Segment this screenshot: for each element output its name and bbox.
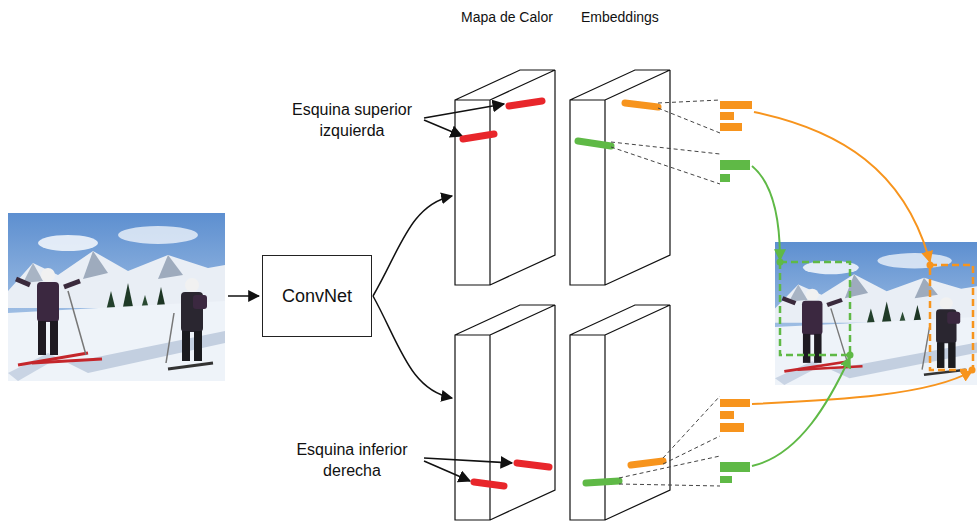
- box-label: ConvNet: [282, 286, 352, 307]
- callout-label: Esquina inferior derecha: [283, 440, 421, 482]
- process-box: ConvNet: [262, 255, 372, 337]
- column-title: Mapa de Calor: [461, 8, 553, 26]
- callout-label: Esquina superior izquierda: [283, 100, 421, 142]
- column-title: Embeddings: [581, 8, 659, 26]
